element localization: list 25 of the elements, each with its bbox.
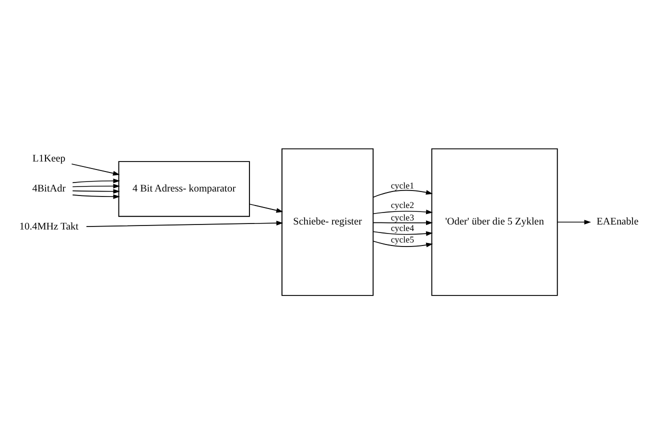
arrow bbox=[72, 189, 120, 194]
edge-label: cycle3 bbox=[390, 212, 414, 222]
arrow bbox=[372, 220, 433, 226]
edge-label: cycle5 bbox=[390, 234, 414, 245]
node-text: 4BitAdr bbox=[32, 183, 66, 194]
arrow bbox=[71, 164, 120, 176]
node-box: Schiebe- register bbox=[281, 148, 374, 296]
node-box: 'Oder' über die 5 Zyklen bbox=[431, 148, 558, 296]
arrow bbox=[72, 194, 120, 199]
arrow bbox=[557, 220, 592, 224]
arrow bbox=[72, 178, 120, 184]
edge-label: cycle2 bbox=[390, 200, 414, 210]
edge-label: cycle4 bbox=[390, 223, 414, 234]
arrow bbox=[372, 190, 433, 198]
node-text: L1Keep bbox=[32, 153, 66, 164]
arrow bbox=[72, 184, 120, 188]
arrow bbox=[86, 220, 284, 227]
arrow bbox=[249, 204, 284, 213]
node-text: EAEnable bbox=[596, 216, 639, 228]
node-text: 10.4MHz Takt bbox=[19, 222, 79, 233]
arrow bbox=[372, 231, 433, 236]
arrow bbox=[372, 240, 433, 248]
node-box: 4 Bit Adress- komparator bbox=[118, 161, 250, 217]
arrow bbox=[372, 210, 433, 214]
edge-label: cycle1 bbox=[390, 180, 414, 190]
